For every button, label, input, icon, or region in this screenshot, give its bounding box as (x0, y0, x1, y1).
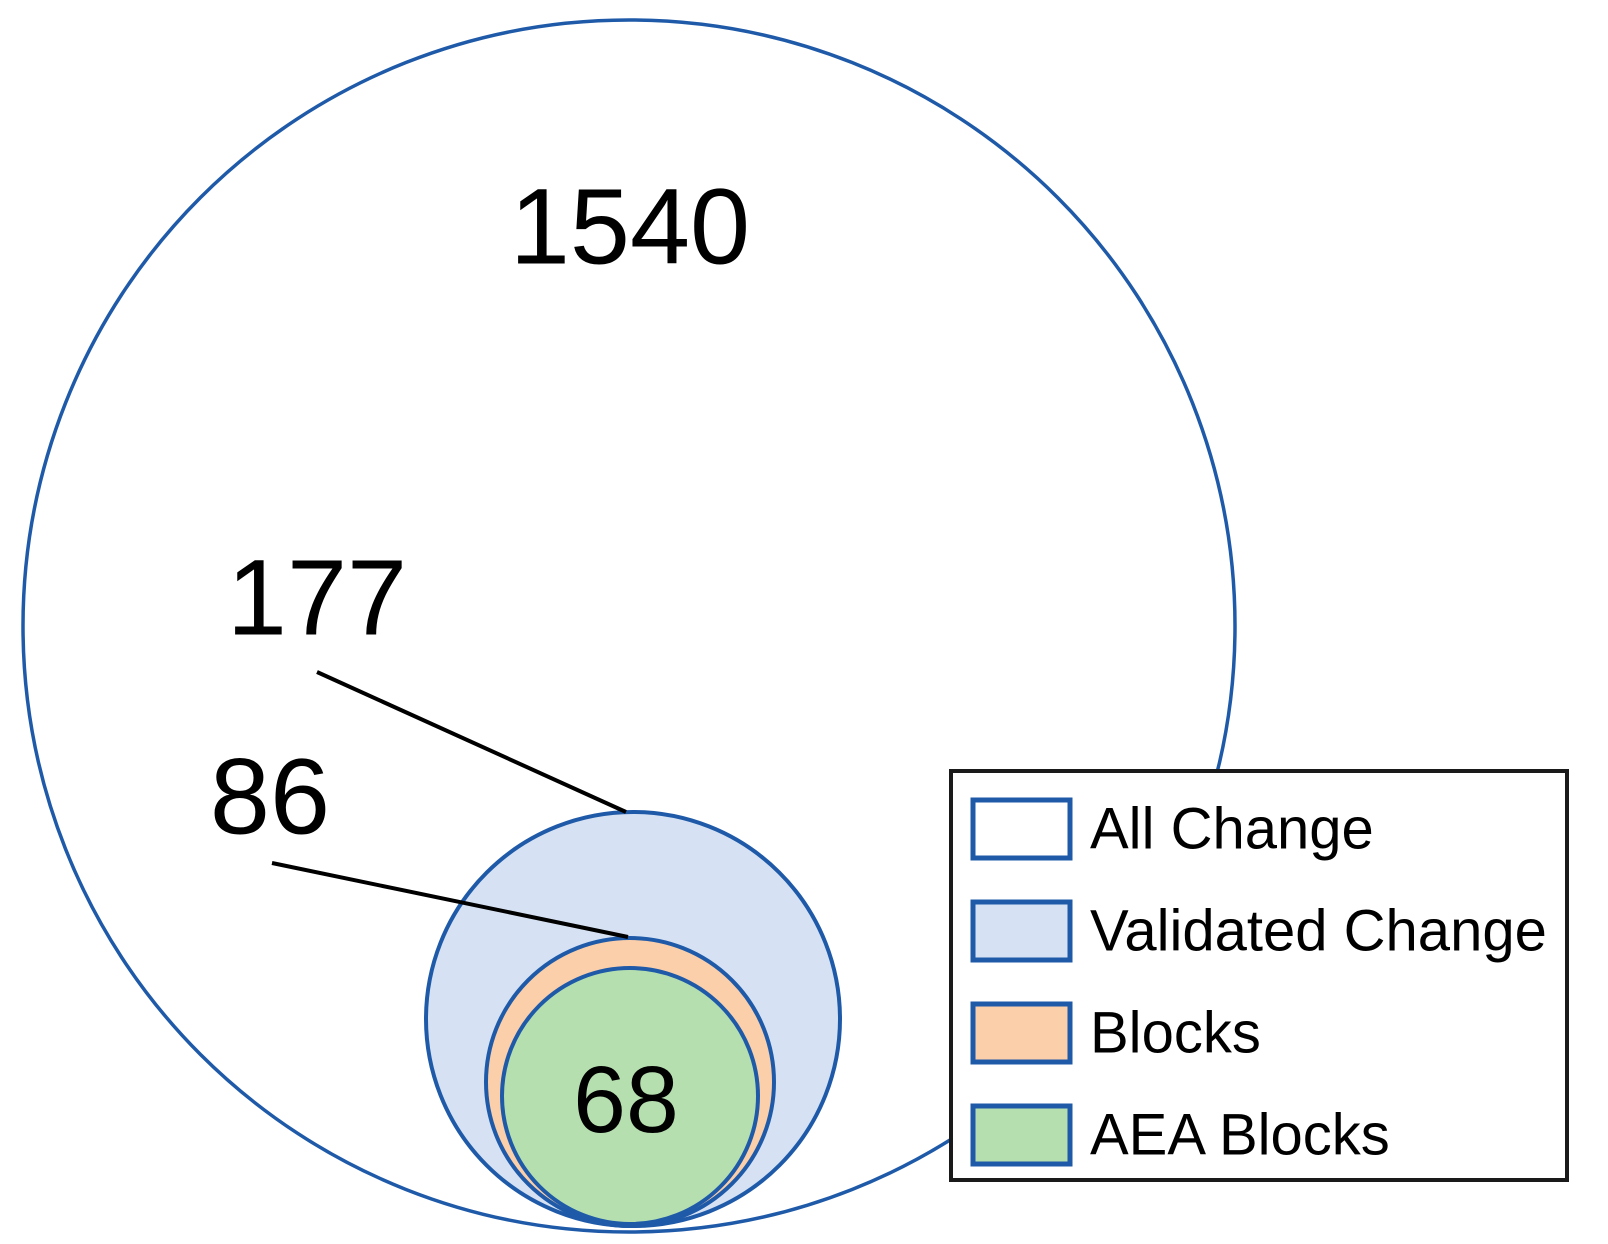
legend-swatch-aea-blocks (970, 1103, 1073, 1167)
legend-swatch-blocks (970, 1001, 1073, 1065)
legend-label-blocks: Blocks (1090, 1001, 1261, 1066)
blocks-count: 86 (210, 736, 330, 857)
validated-change-count: 177 (227, 537, 407, 658)
blocks-leader-line (271, 861, 629, 939)
all-change-circle (21, 18, 1237, 1234)
all-change-count: 1540 (510, 166, 750, 287)
aea-blocks-count: 68 (573, 1047, 679, 1153)
validated-change-leader-line (316, 670, 627, 814)
legend: All Change Validated Change Blocks AEA B… (949, 769, 1569, 1182)
legend-label-validated-change: Validated Change (1090, 899, 1547, 964)
aea-blocks-circle (500, 966, 760, 1226)
legend-label-all-change: All Change (1090, 797, 1374, 862)
legend-label-aea-blocks: AEA Blocks (1090, 1103, 1390, 1168)
legend-swatch-all-change (970, 797, 1073, 861)
legend-swatch-validated-change (970, 899, 1073, 963)
